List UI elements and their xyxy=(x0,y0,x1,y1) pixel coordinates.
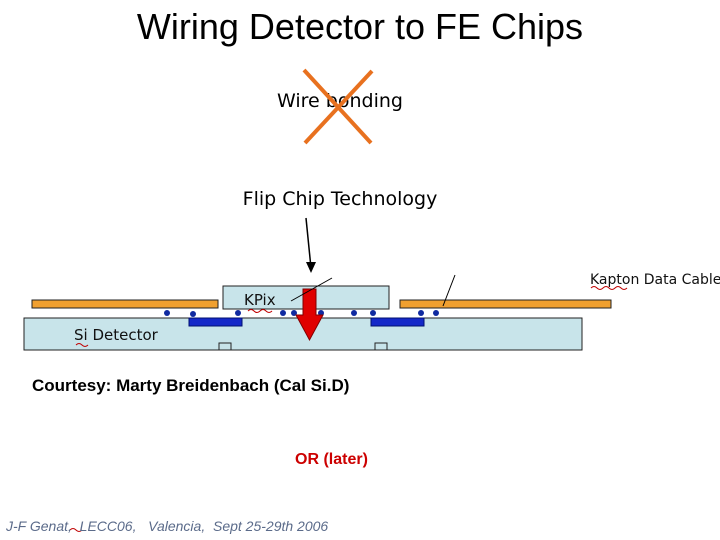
slide-footer: J-F Genat, LECC06, Valencia, Sept 25-29t… xyxy=(6,518,329,534)
bond-pointer xyxy=(442,274,456,307)
kapton-cable-left xyxy=(31,299,219,309)
bump-bond xyxy=(351,310,357,316)
courtesy-note: Courtesy: Marty Breidenbach (Cal Si.D) xyxy=(32,376,350,395)
or-later-note: OR (later) xyxy=(295,451,368,468)
spell-squiggle xyxy=(247,309,273,313)
detector-pad-right xyxy=(370,317,425,327)
kapton-cable-label: Kapton Data Cable xyxy=(590,272,720,288)
kapton-cable-right xyxy=(399,299,612,309)
spell-squiggle xyxy=(69,528,83,532)
bump-bond xyxy=(280,310,286,316)
bump-bond xyxy=(164,310,170,316)
bump-bond xyxy=(370,310,376,316)
si-detector-label: Si Detector xyxy=(74,326,159,344)
flip-chip-label: Flip Chip Technology xyxy=(242,188,438,210)
kpix-label: KPix xyxy=(244,291,276,309)
slide-title: Wiring Detector to FE Chips xyxy=(136,6,584,47)
bump-bond xyxy=(235,310,241,316)
bump-bond xyxy=(418,310,424,316)
detector-notch-left xyxy=(218,342,232,351)
flip-arrow xyxy=(295,288,324,342)
flip-chip-pointer-head xyxy=(306,262,316,273)
bump-bond xyxy=(190,311,196,317)
bump-bond xyxy=(433,310,439,316)
wire-bonding-label: Wire bonding xyxy=(277,90,403,112)
flip-chip-pointer-line xyxy=(305,217,312,269)
kpix-pointer xyxy=(290,277,333,302)
detector-notch-right xyxy=(374,342,388,351)
spell-squiggle xyxy=(590,286,628,290)
cross-line-2 xyxy=(303,69,374,145)
detector-pad-left xyxy=(188,317,243,327)
spell-squiggle xyxy=(75,343,89,347)
